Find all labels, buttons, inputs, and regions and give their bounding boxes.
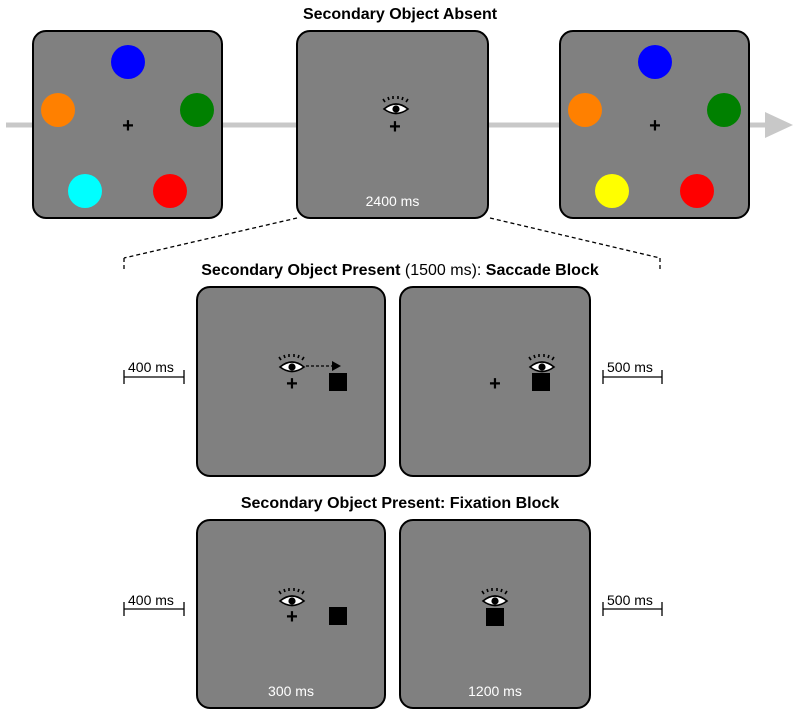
panel-fixation-2: 1200 ms xyxy=(399,519,591,709)
orange-dot xyxy=(41,93,75,127)
eye-icon xyxy=(382,96,410,115)
eye-icon xyxy=(278,354,306,373)
duration-label: 1200 ms xyxy=(468,683,522,699)
duration-label: 500 ms xyxy=(607,592,653,608)
title-saccade: Secondary Object Present (1500 ms): Sacc… xyxy=(201,262,599,279)
yellow-dot xyxy=(595,174,629,208)
eye-icon xyxy=(481,588,509,607)
blue-dot xyxy=(111,45,145,79)
red-dot xyxy=(153,174,187,208)
fixation-cross: + xyxy=(649,115,661,137)
panel-saccade-1: + xyxy=(196,286,386,477)
arrow-right-icon xyxy=(306,361,341,371)
fixation-cross: + xyxy=(122,115,134,137)
panel-fixation: + 2400 ms xyxy=(296,30,489,219)
green-dot xyxy=(707,93,741,127)
square-target xyxy=(486,608,504,626)
square-target xyxy=(329,373,347,391)
panel-saccade-2: + xyxy=(399,286,591,477)
red-dot xyxy=(680,174,714,208)
blue-dot xyxy=(638,45,672,79)
panel-array-2: + xyxy=(559,30,750,219)
fixation-cross: + xyxy=(286,606,298,628)
orange-dot xyxy=(568,93,602,127)
title-absent: Secondary Object Absent xyxy=(302,6,498,23)
duration-label: 400 ms xyxy=(128,359,174,375)
duration-label: 500 ms xyxy=(607,359,653,375)
panel-fixation-1: + 300 ms xyxy=(196,519,386,709)
square-target xyxy=(532,373,550,391)
panel-array-1: + xyxy=(32,30,223,219)
fixation-cross: + xyxy=(489,373,501,395)
square-target xyxy=(329,607,347,625)
eye-icon xyxy=(528,354,556,373)
fixation-cross: + xyxy=(286,373,298,395)
duration-label: 2400 ms xyxy=(365,193,420,209)
eye-icon xyxy=(278,588,306,607)
cyan-dot xyxy=(68,174,102,208)
green-dot xyxy=(180,93,214,127)
duration-label: 400 ms xyxy=(128,592,174,608)
fixation-cross: + xyxy=(389,116,401,138)
title-fixation: Secondary Object Present: Fixation Block xyxy=(240,495,560,512)
duration-label: 300 ms xyxy=(268,683,314,699)
